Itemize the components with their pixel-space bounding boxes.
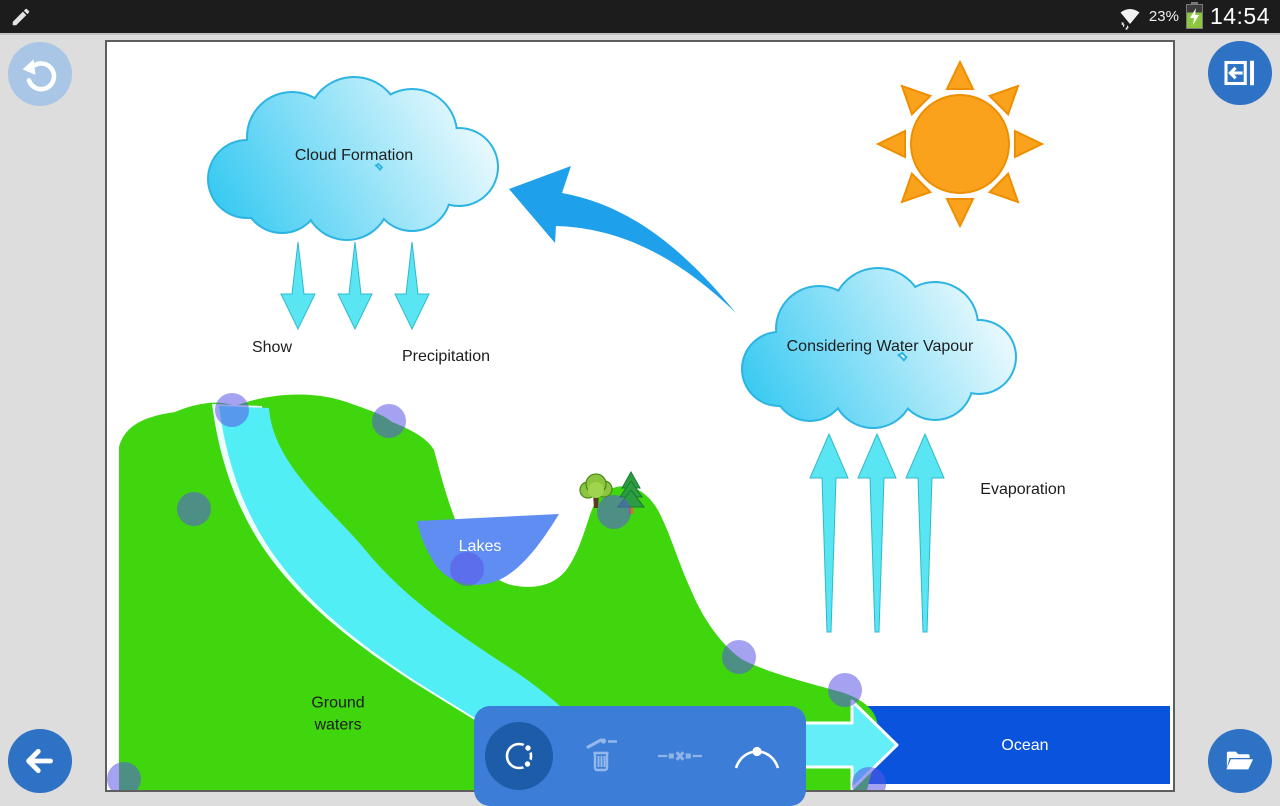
battery-charging-icon: [1185, 2, 1203, 29]
node-handle[interactable]: [107, 762, 141, 790]
precipitation-arrows[interactable]: [280, 241, 430, 331]
precipitation-label[interactable]: Precipitation: [401, 348, 491, 365]
water-vapour-cloud-shape[interactable]: [741, 267, 1017, 429]
evaporation-arrows[interactable]: [809, 432, 945, 633]
hide-panel-button[interactable]: [1208, 41, 1272, 105]
back-button[interactable]: [8, 729, 72, 793]
workspace: Cloud Formation Considering Water Vapour…: [0, 33, 1280, 802]
wifi-icon: [1120, 8, 1140, 30]
rotate-button[interactable]: [485, 722, 553, 790]
open-file-button[interactable]: [1208, 729, 1272, 793]
undo-icon: [22, 59, 57, 92]
pine-tree[interactable]: [616, 470, 646, 514]
bezier-curve-icon: [735, 746, 780, 769]
edit-toolbar: [474, 706, 806, 806]
deciduous-tree[interactable]: [579, 473, 613, 508]
evaporation-label[interactable]: Evaporation: [980, 481, 1066, 498]
drawing-canvas[interactable]: Cloud Formation Considering Water Vapour…: [105, 40, 1175, 792]
condensation-arrow[interactable]: [509, 166, 736, 313]
bezier-curve-button[interactable]: [728, 727, 786, 785]
delete-segment-button[interactable]: [651, 727, 709, 785]
arrow-left-icon: [26, 748, 53, 774]
node-handle[interactable]: [177, 492, 211, 526]
battery-percent: 23%: [1148, 8, 1179, 25]
water-cycle-diagram: [107, 59, 1170, 790]
ground-waters-label[interactable]: Ground waters: [311, 694, 365, 733]
node-handle[interactable]: [215, 393, 249, 427]
node-handle[interactable]: [372, 404, 406, 438]
show-label[interactable]: Show: [251, 339, 293, 356]
node-handles: [107, 393, 886, 790]
trash-icon: [586, 738, 617, 772]
node-handle[interactable]: [597, 495, 631, 529]
rotate-icon: [505, 742, 534, 770]
clock: 14:54: [1209, 3, 1270, 29]
collapse-right-icon: [1224, 60, 1254, 86]
ocean-label[interactable]: Ocean: [1001, 737, 1049, 754]
folder-open-icon: [1226, 751, 1254, 770]
sun-shape[interactable]: [875, 59, 1045, 229]
node-handle[interactable]: [852, 767, 886, 790]
delete-point-icon: [657, 751, 702, 761]
node-handle[interactable]: [722, 640, 756, 674]
delete-node-button[interactable]: [573, 727, 631, 785]
ocean-shape[interactable]: [864, 706, 1170, 784]
cloud-formation-label[interactable]: Cloud Formation: [294, 147, 414, 164]
water-vapour-label[interactable]: Considering Water Vapour: [786, 338, 974, 355]
undo-button[interactable]: [8, 42, 72, 106]
node-handle[interactable]: [450, 552, 484, 586]
node-handle[interactable]: [828, 673, 862, 707]
cloud-formation-shape[interactable]: [207, 76, 499, 241]
river-shape[interactable]: [212, 404, 627, 790]
pencil-icon: [12, 8, 30, 25]
lakes-label[interactable]: Lakes: [458, 538, 502, 555]
status-bar: 23% 14:54: [0, 0, 1280, 33]
